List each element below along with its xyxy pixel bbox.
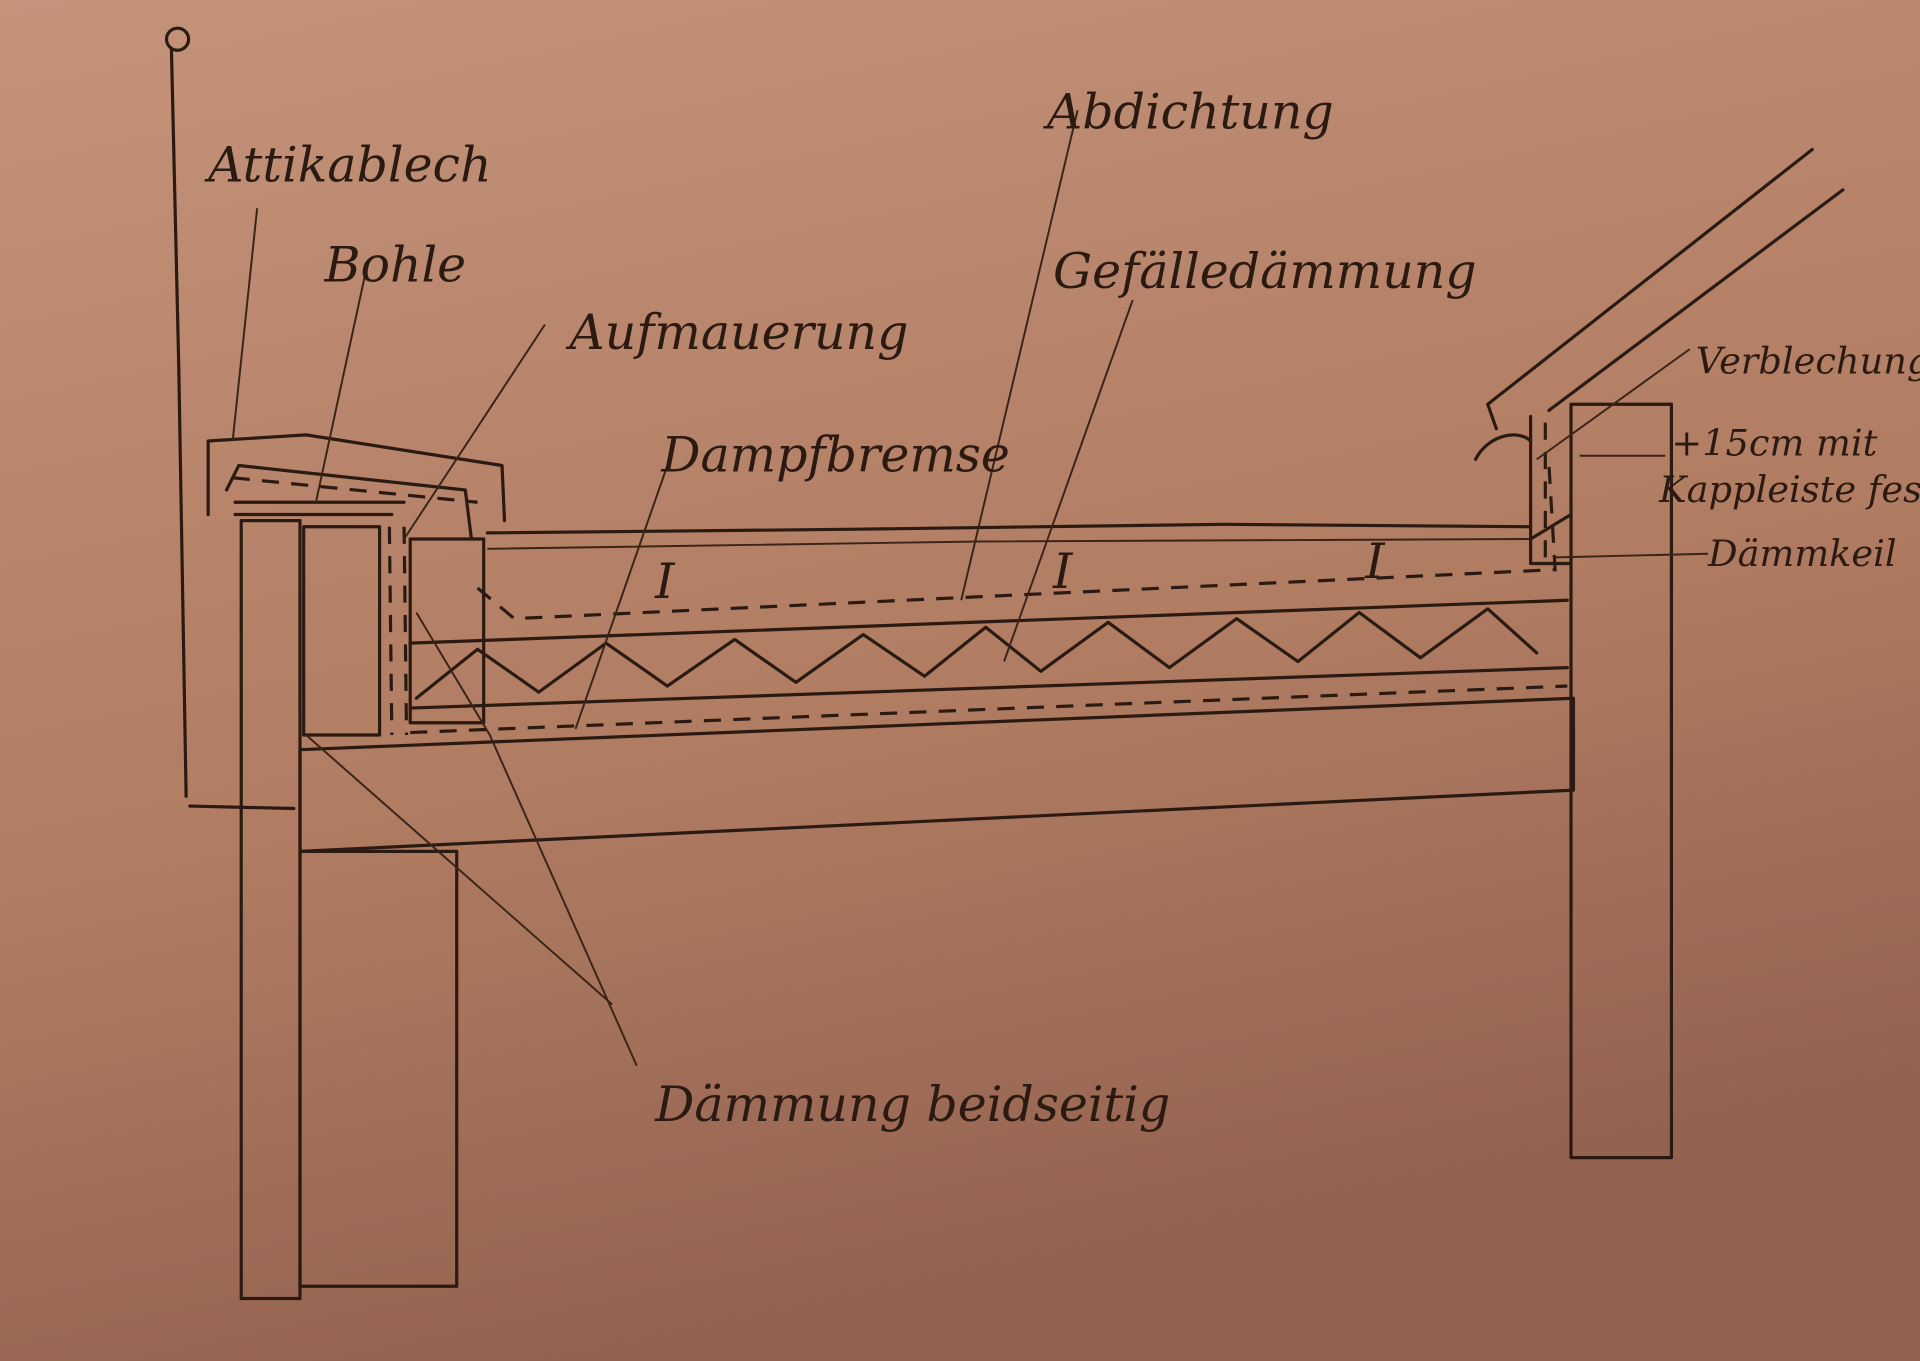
svg-text:I: I (1364, 533, 1386, 590)
roof-slab (298, 696, 1576, 853)
svg-text:I: I (1052, 543, 1074, 600)
label-attikablech: Attikablech (204, 136, 491, 193)
label-kappleiste-line2: Kappleiste fest (1658, 468, 1920, 511)
left-wall (239, 519, 486, 1301)
label-daemmung-beidseitig: Dämmung beidseitig (654, 1076, 1170, 1133)
label-bohle: Bohle (323, 237, 466, 294)
label-aufmauerung: Aufmauerung (565, 304, 908, 361)
pitched-roof (1473, 147, 1845, 461)
vapor-barrier-line (410, 684, 1568, 735)
label-verblechung: Verblechung (1696, 340, 1920, 383)
label-abdichtung: Abdichtung (1043, 84, 1334, 141)
label-dampfbremse: Dampfbremse (660, 427, 1010, 484)
gravel-layer (485, 522, 1533, 550)
fastener-icons: I I I (654, 533, 1386, 610)
waterproofing-line (476, 465, 1557, 621)
attika-cap (206, 433, 507, 541)
label-kappleiste-line1: +15cm mit (1671, 422, 1877, 465)
label-gefaelledaemmung: Gefälledämmung (1053, 243, 1477, 300)
svg-text:I: I (654, 553, 676, 610)
right-wall (1529, 402, 1674, 1160)
leader-lines (231, 110, 1709, 1067)
label-daemmkeil: Dämmkeil (1707, 532, 1896, 575)
